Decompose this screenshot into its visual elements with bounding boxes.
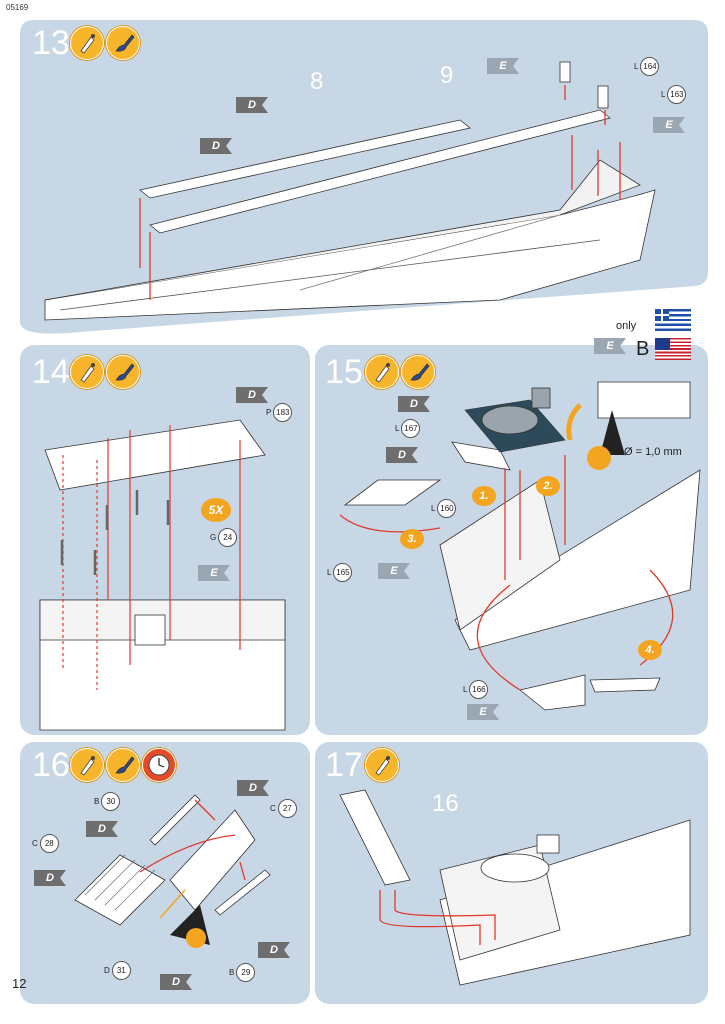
glue-icon <box>365 355 399 389</box>
only-label: only <box>616 320 637 332</box>
step-16-number: 16 <box>32 746 70 784</box>
tag-e: E <box>198 565 230 581</box>
quantity-badge: 5X <box>201 498 231 522</box>
part-label-9: 9 <box>440 62 454 89</box>
tag-d: D <box>398 396 430 412</box>
tag-e: E <box>378 563 410 579</box>
tag-d: D <box>386 447 418 463</box>
glue-icon <box>70 748 104 782</box>
tag-e: E <box>653 117 685 133</box>
drill-icon <box>587 446 611 470</box>
paint-brush-icon <box>401 355 435 389</box>
document-code: 05169 <box>6 3 29 12</box>
tag-d: D <box>34 870 66 886</box>
glue-icon <box>365 748 399 782</box>
sequence-2: 2. <box>536 476 560 496</box>
glue-icon <box>70 355 104 389</box>
tag-d: D <box>237 780 269 796</box>
part-label-8: 8 <box>310 68 324 95</box>
tag-d: D <box>236 97 268 113</box>
version-letter: B <box>636 338 650 360</box>
step-17-number: 17 <box>325 746 363 784</box>
step-13-number: 13 <box>32 24 70 62</box>
tag-e: E <box>487 58 519 74</box>
paint-brush-icon <box>106 26 140 60</box>
tag-d: D <box>236 387 268 403</box>
drill-size: Ø = 1,0 mm <box>624 446 682 458</box>
tag-e: E <box>467 704 499 720</box>
tag-d: D <box>86 821 118 837</box>
glue-icon <box>70 26 104 60</box>
flag-usa-icon <box>655 338 691 360</box>
flag-greece-icon <box>655 309 691 331</box>
part-label-16: 16 <box>432 790 459 817</box>
tag-e: E <box>594 338 626 354</box>
step-14-number: 14 <box>32 353 70 391</box>
tag-d: D <box>160 974 192 990</box>
paint-brush-icon <box>106 355 140 389</box>
sequence-3: 3. <box>400 529 424 549</box>
clock-icon <box>142 748 176 782</box>
paint-brush-icon <box>106 748 140 782</box>
sequence-1: 1. <box>472 486 496 506</box>
tag-d: D <box>258 942 290 958</box>
sequence-4: 4. <box>638 640 662 660</box>
step-15-number: 15 <box>325 353 363 391</box>
page-number: 12 <box>12 976 27 991</box>
tag-d: D <box>200 138 232 154</box>
